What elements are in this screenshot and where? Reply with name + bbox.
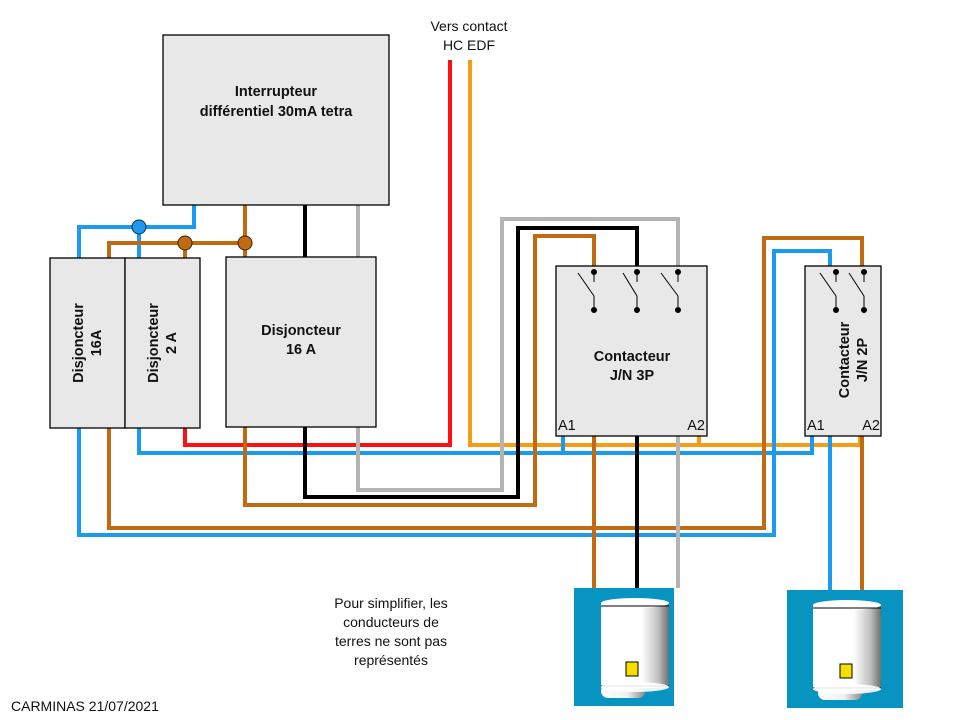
switch-contact-icon — [819, 269, 867, 313]
water-heater-2 — [787, 590, 903, 708]
water-heater-1 — [574, 588, 674, 706]
breaker-16a-main: Disjoncteur 16 A — [225, 256, 377, 428]
junction-dot-blue — [131, 219, 147, 235]
differential-switch: Interrupteur différentiel 30mA tetra — [162, 34, 390, 206]
contactor-2p-label-2: J/N 2P — [855, 338, 871, 383]
contactor-2p-label-1: Contacteur — [837, 321, 853, 398]
contactor-3p-terminal-a2: A2 — [687, 418, 705, 434]
switch-contact-icon — [577, 269, 681, 313]
contactor-3p-label-2: J/N 3P — [610, 368, 655, 384]
differential-label-1: Interrupteur — [235, 84, 318, 100]
note-line-4: représentés — [354, 652, 428, 668]
wire-blue-command — [137, 428, 814, 455]
credit-label: CARMINAS 21/07/2021 — [11, 698, 159, 714]
breaker-2a-label-2: 2 A — [164, 331, 180, 354]
breaker-2a: Disjoncteur 2 A — [124, 257, 201, 429]
breaker-16a-left-label-1: Disjoncteur — [71, 303, 87, 383]
differential-label-2: différentiel 30mA tetra — [200, 104, 353, 120]
water-heater-icon — [601, 598, 669, 698]
contactor-3p-terminal-a1: A1 — [558, 418, 576, 434]
contactor-3p-label-1: Contacteur — [594, 349, 671, 365]
water-heater-icon — [813, 600, 881, 700]
breaker-16a-main-label-1: Disjoncteur — [261, 323, 341, 339]
wire-red-hc — [183, 60, 452, 447]
breaker-2a-label-1: Disjoncteur — [146, 303, 162, 383]
junction-dot-brown-2 — [237, 235, 253, 251]
note-line-2: conducteurs de — [343, 614, 439, 630]
note-line-1: Pour simplifier, les — [334, 595, 448, 611]
wire-grey-16a-out — [356, 217, 680, 492]
hc-edf-label-2: HC EDF — [443, 37, 495, 53]
breaker-16a-main-label-2: 16 A — [286, 342, 317, 358]
wire-black-16a-out — [303, 226, 639, 499]
breaker-16a-left-label-2: 16A — [89, 329, 105, 356]
wire-brown-16a-out — [243, 234, 596, 507]
contactor-2p-terminal-a2: A2 — [862, 418, 880, 434]
contactor-3p: Contacteur J/N 3P A1 A2 — [555, 265, 708, 437]
note-line-3: terres ne sont pas — [335, 633, 447, 649]
wire-brown-16a-left-out — [107, 236, 864, 530]
contactor-2p: Contacteur J/N 2P A1 A2 — [804, 265, 882, 437]
wires — [77, 60, 864, 590]
wire-brown-bus — [107, 241, 245, 258]
breaker-16a-left: Disjoncteur 16A — [49, 257, 126, 429]
junction-dot-brown-1 — [177, 235, 193, 251]
hc-edf-label-1: Vers contact — [430, 18, 507, 34]
wire-blue-16a-left-out — [77, 249, 832, 537]
contactor-2p-terminal-a1: A1 — [807, 418, 825, 434]
